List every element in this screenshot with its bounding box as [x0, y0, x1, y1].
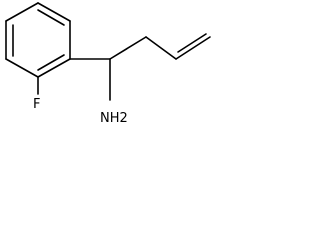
- ring-bond-top-right: [37, 2, 71, 22]
- fluorine-label: F: [33, 97, 40, 112]
- ch-to-ch2-bond: [109, 36, 147, 60]
- benzene-ring: [5, 2, 71, 78]
- ring-double-bond-bottom: [37, 54, 65, 71]
- vinyl-double-bond-inner: [177, 33, 207, 53]
- ring-bond-top-left: [5, 2, 39, 22]
- amine-label: NH2: [100, 111, 128, 126]
- chemical-structure-diagram: F NH2: [5, 2, 211, 126]
- vinyl-double-bond-outer: [175, 36, 211, 60]
- ring-bond-bottom-left: [5, 58, 39, 78]
- ring-bond-bottom-right: [37, 58, 71, 78]
- amine-label-text: NH2: [100, 111, 128, 126]
- ch2-to-ch-bond: [145, 36, 177, 60]
- ring-double-bond-top: [37, 9, 65, 26]
